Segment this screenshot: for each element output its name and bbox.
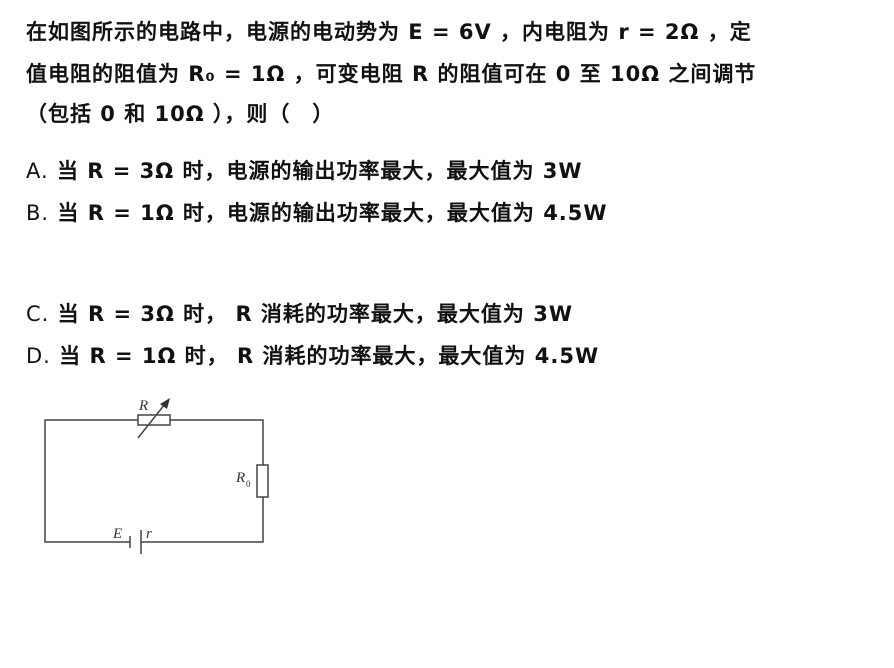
label-e: E — [112, 526, 122, 542]
fixed-resistor-r0 — [256, 464, 269, 498]
question-line-3: （包括 0 和 10Ω ），则（ ） — [26, 102, 335, 126]
option-d[interactable]: D. 当 R = 1Ω 时， R 消耗的功率最大，最大值为 4.5W — [26, 344, 600, 368]
option-a[interactable]: A. 当 R = 3Ω 时，电源的输出功率最大，最大值为 3W — [26, 159, 583, 183]
label-r0: R — [235, 470, 245, 486]
wire-right-top — [170, 419, 264, 465]
label-r-internal: r — [146, 526, 152, 542]
option-b[interactable]: B. 当 R = 1Ω 时，电源的输出功率最大，最大值为 4.5W — [26, 201, 608, 225]
option-c[interactable]: C. 当 R = 3Ω 时， R 消耗的功率最大，最大值为 3W — [26, 302, 574, 326]
question-line-2: 值电阻的阻值为 R₀ = 1Ω ，可变电阻 R 的阻值可在 0 至 10Ω 之间… — [26, 62, 757, 86]
label-r0-sub: 0 — [246, 479, 251, 489]
wire-right-bottom — [141, 497, 264, 543]
wire-left — [44, 419, 138, 543]
question-line-1: 在如图所示的电路中，电源的电动势为 E = 6V ，内电阻为 r = 2Ω ，定 — [26, 20, 752, 44]
label-r: R — [138, 398, 148, 414]
arrow-head-icon — [160, 398, 170, 409]
variable-arrow-line — [137, 403, 166, 439]
variable-resistor — [137, 414, 171, 426]
